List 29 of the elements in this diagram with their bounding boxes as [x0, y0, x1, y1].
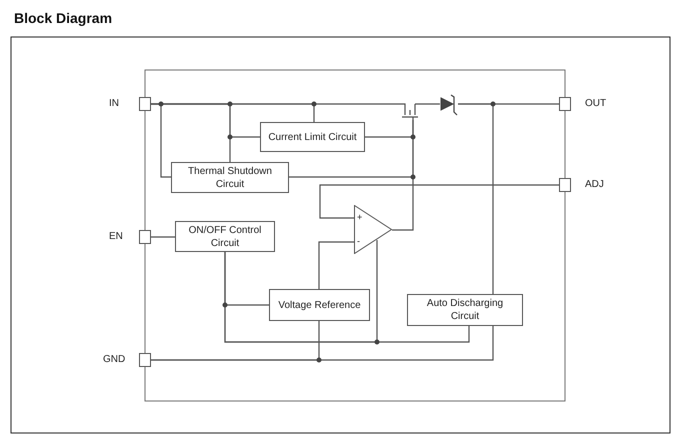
circuit-block: Voltage Reference	[269, 289, 370, 321]
pin-box	[139, 353, 151, 367]
pin-box	[559, 97, 571, 111]
pin-label: EN	[109, 231, 123, 242]
wire	[392, 120, 414, 231]
pin-label: OUT	[585, 98, 606, 109]
pin-label: ADJ	[585, 179, 604, 190]
wire	[319, 184, 559, 219]
wire	[151, 103, 231, 162]
wire	[458, 103, 494, 294]
circuit-block: Thermal Shutdown Circuit	[171, 162, 289, 193]
wire	[318, 241, 354, 289]
circuit-block: Auto Discharging Circuit	[407, 294, 523, 326]
pin-label: IN	[109, 98, 119, 109]
circuit-block: ON/OFF Control Circuit	[175, 221, 275, 252]
wire	[420, 103, 440, 105]
pin-box	[139, 97, 151, 111]
input-sign: +	[357, 213, 362, 222]
circuit-block: Current Limit Circuit	[260, 122, 365, 152]
wire	[224, 252, 470, 343]
diode-symbol	[440, 94, 458, 116]
pin-box	[139, 230, 151, 244]
input-sign: -	[357, 237, 360, 246]
wire	[151, 236, 175, 238]
op-amp-symbol	[354, 205, 392, 254]
diagram-title: Block Diagram	[14, 10, 112, 26]
wire	[151, 321, 320, 361]
pin-label: GND	[103, 354, 126, 365]
pin-box	[559, 178, 571, 192]
